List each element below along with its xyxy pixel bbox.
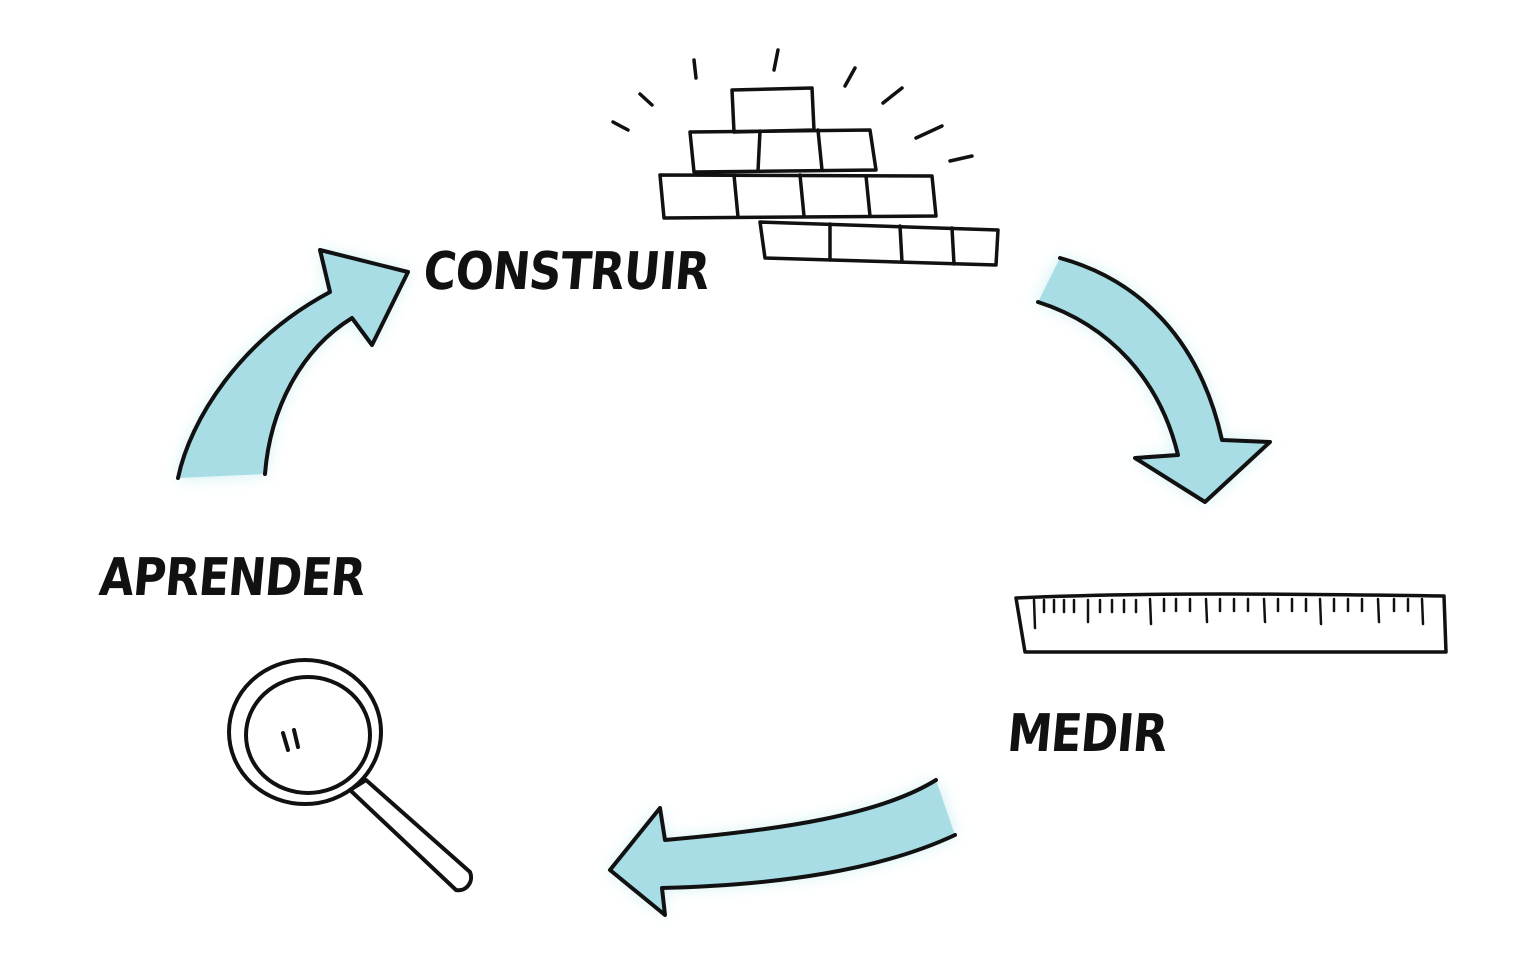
arrow-learn-to-build: [176, 248, 410, 480]
magnifying-glass-icon: [227, 658, 473, 893]
brick-wall-icon: [611, 48, 1000, 267]
arrow-measure-to-learn: [608, 778, 957, 917]
arrow-build-to-measure: [1036, 256, 1272, 504]
label-construir: CONSTRUIR: [420, 242, 712, 302]
ruler-icon: [1014, 592, 1448, 654]
label-aprender: APRENDER: [96, 548, 368, 608]
label-medir: MEDIR: [1004, 704, 1170, 764]
